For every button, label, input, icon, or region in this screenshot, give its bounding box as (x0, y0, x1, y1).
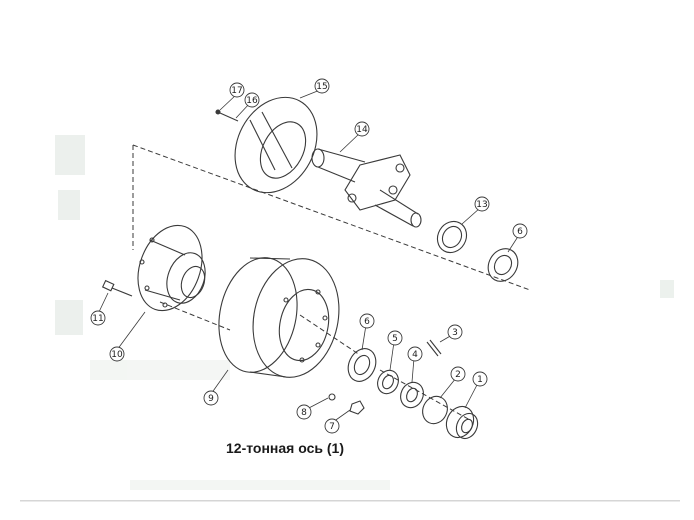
svg-text:14: 14 (356, 125, 368, 135)
hub-flange (137, 224, 206, 312)
castle-nut (400, 381, 424, 409)
callout-5: 5 (387, 330, 403, 346)
spindle-knuckle (311, 148, 422, 228)
oil-seal (436, 220, 468, 254)
leader-lines (97, 89, 520, 423)
callout-4: 4 (407, 346, 423, 362)
inner-bearing (487, 248, 519, 282)
callout-7: 7 (324, 418, 340, 434)
scan-artifacts (20, 135, 680, 502)
svg-text:4: 4 (412, 350, 418, 360)
callout-3: 3 (447, 324, 463, 340)
callout-15: 15 (314, 78, 330, 94)
callout-17: 17 (229, 82, 245, 98)
lock-washer (377, 369, 399, 395)
svg-text:11: 11 (92, 314, 103, 324)
dust-shield-plate (234, 96, 318, 194)
callout-13: 13 (474, 196, 490, 212)
svg-text:17: 17 (231, 86, 242, 96)
callout-6-lower: 6 (359, 313, 375, 329)
callout-8: 8 (296, 404, 312, 420)
wheel-nut (349, 400, 365, 415)
svg-text:7: 7 (329, 422, 335, 432)
small-washer (328, 393, 336, 401)
diagram-caption: 12-тонная ось (1) (226, 440, 344, 456)
svg-text:10: 10 (111, 350, 123, 360)
svg-text:6: 6 (364, 317, 370, 327)
svg-text:8: 8 (301, 408, 307, 418)
dashed-guide-lines (132, 144, 531, 421)
cotter-pin (426, 339, 442, 357)
callout-2: 2 (450, 366, 466, 382)
svg-text:16: 16 (246, 96, 258, 106)
callout-10: 10 (109, 346, 125, 362)
callout-9: 9 (203, 390, 219, 406)
hub-cap (445, 405, 479, 440)
outer-bearing (347, 348, 377, 382)
callout-6-upper: 6 (512, 223, 528, 239)
svg-text:13: 13 (476, 200, 487, 210)
svg-text:1: 1 (477, 375, 483, 385)
callout-11: 11 (90, 310, 106, 326)
callout-16: 16 (244, 92, 260, 108)
svg-text:5: 5 (392, 334, 398, 344)
callout-14: 14 (354, 121, 370, 137)
svg-text:3: 3 (452, 328, 458, 338)
callout-1: 1 (472, 371, 488, 387)
svg-text:2: 2 (455, 370, 461, 380)
wheel-stud (101, 279, 133, 297)
svg-text:6: 6 (517, 227, 523, 237)
svg-text:9: 9 (208, 394, 214, 404)
brake-drum (218, 257, 340, 378)
svg-text:15: 15 (316, 82, 327, 92)
shield-bolt (215, 109, 239, 122)
